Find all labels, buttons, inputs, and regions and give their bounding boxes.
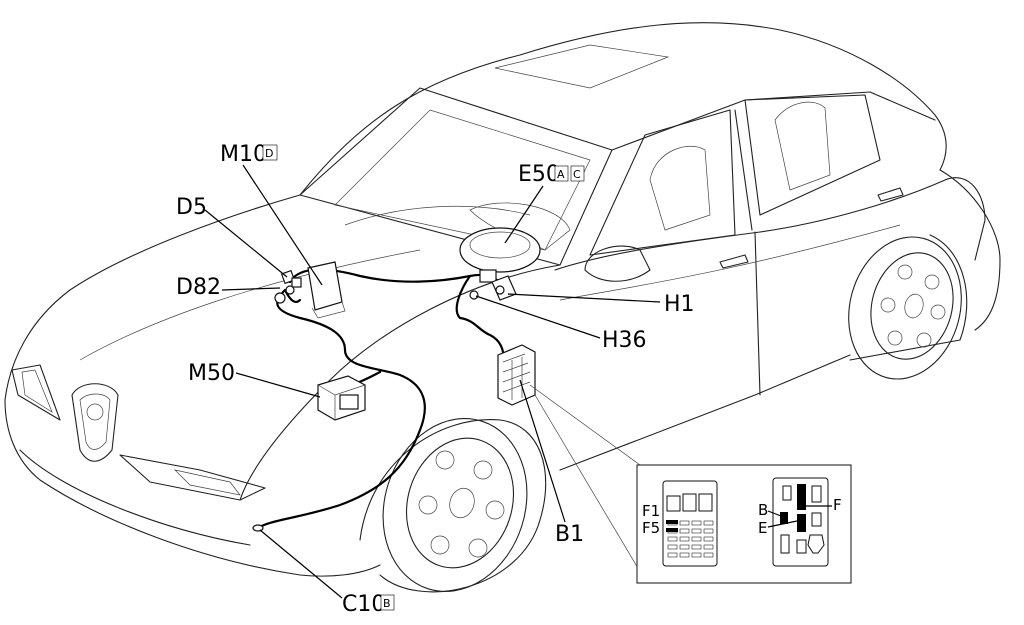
component-h36-connector [469, 290, 479, 300]
rear-wheel [848, 236, 962, 380]
label-m50: M50 [188, 361, 235, 386]
badge-e50-c: C [573, 168, 581, 181]
fuse-f5-mark [666, 528, 678, 532]
component-m50-unit [317, 375, 366, 421]
inset-label-f: F [833, 496, 842, 514]
inset-label-b: B [758, 501, 768, 519]
badge-m10-box [262, 144, 278, 161]
component-c10-connector [252, 524, 264, 532]
relay-f-mark [797, 484, 806, 510]
inset-label-e: E [758, 519, 767, 537]
relay-panel-rear [772, 477, 829, 567]
label-h36: H36 [602, 328, 647, 353]
fuse-panel-front [662, 480, 718, 567]
label-b1: B1 [555, 522, 584, 547]
label-d82: D82 [176, 275, 221, 300]
component-labels: M10 D D5 D82 M50 E50 A C H1 H36 B1 C10 B [176, 142, 695, 617]
badge-c10-box [380, 594, 395, 611]
inset-label-f1: F1 [642, 502, 660, 520]
relay-b-mark [780, 512, 788, 524]
label-m10: M10 [220, 142, 267, 167]
leader-lines [204, 164, 661, 599]
badge-m10: D [265, 147, 273, 160]
component-e50-airbag [459, 227, 541, 283]
badge-e50-a: A [557, 168, 565, 181]
component-d82-connector [274, 285, 295, 304]
badge-e50-c-box [570, 165, 585, 182]
front-wheel [359, 418, 547, 593]
label-e50: E50 [518, 162, 560, 187]
badge-c10: B [383, 597, 391, 610]
badge-e50-a-box [554, 165, 569, 182]
fuse-f1-mark [666, 520, 678, 524]
fusebox-inset: F1 F5 B E F [636, 464, 852, 584]
component-b1-fusebox [497, 344, 536, 406]
label-h1: H1 [664, 292, 695, 317]
inset-label-f5: F5 [642, 519, 660, 537]
component-m10-module [307, 261, 346, 319]
car-illustration [4, 22, 1001, 593]
relay-e-mark [797, 514, 806, 532]
component-d5-connector [280, 269, 302, 288]
label-c10: C10 [342, 592, 385, 617]
label-d5: D5 [176, 195, 207, 220]
